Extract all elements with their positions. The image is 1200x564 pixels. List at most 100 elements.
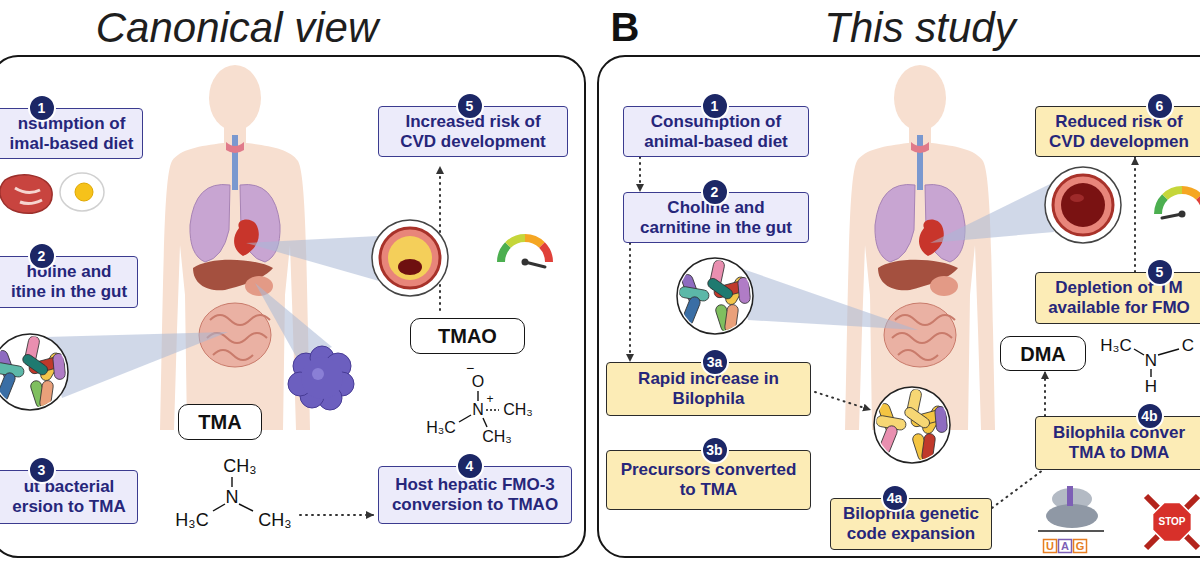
artery-section: [1070, 194, 1084, 202]
step-number: 2: [701, 178, 729, 206]
process-box: 1Consumption of animal-based diet: [623, 106, 809, 157]
bacteria-cluster: [874, 387, 950, 463]
artery-section: [1061, 183, 1105, 227]
step-number: 4: [456, 452, 484, 480]
zoom-wedge: [740, 268, 918, 330]
chemical-bond: [459, 415, 471, 422]
step-number: 3a: [701, 348, 729, 376]
codon-box: [1059, 540, 1072, 553]
molecule-box: TMAO: [410, 318, 525, 354]
bacteria-cluster: [0, 334, 68, 410]
atom-label: CH₃: [258, 511, 291, 529]
process-box: 3bPrecursors converted to TMA: [606, 450, 811, 510]
step-text: Reduced risk of CVD developmen: [1048, 112, 1191, 151]
step-text: Bilophila genetic code expansion: [841, 504, 981, 543]
step-number: 3b: [701, 436, 729, 464]
process-box: 6Reduced risk of CVD developmen: [1035, 106, 1200, 157]
stop-sign: [1146, 496, 1198, 548]
bacteria-cluster: [0, 258, 950, 463]
step-number: 4a: [881, 484, 909, 512]
bacteria-cluster: [0, 335, 66, 409]
process-box: 3ut bacterial ersion to TMA: [0, 470, 138, 524]
stop-sign: [1146, 496, 1198, 548]
chemical-bond: [486, 409, 499, 410]
codon-letter: A: [1061, 541, 1069, 552]
molecule-box: DMA: [1000, 336, 1086, 371]
atom-label: CH₃: [503, 402, 533, 418]
step-text: Host hepatic FMO-3 conversion to TMAO: [390, 475, 560, 514]
artery-section: [372, 167, 1121, 296]
artery-section: [388, 236, 432, 280]
atom-label: H: [1145, 378, 1157, 395]
liver-cell: [312, 368, 324, 380]
flow-arrow: [639, 157, 641, 192]
codon-box: [1044, 540, 1087, 553]
step-number: 3: [28, 456, 56, 484]
step-text: holine and itine in the gut: [9, 262, 129, 301]
bacteria-cluster: [678, 259, 750, 333]
charge-sign: −: [466, 361, 474, 375]
bacteria-cluster: [677, 258, 753, 334]
chemical-bond: [1158, 349, 1179, 355]
panel-letter: B: [611, 7, 640, 47]
zoom-wedge: [45, 332, 228, 398]
panel-title: This study: [824, 5, 1015, 51]
zoom-wedge: [930, 184, 1054, 243]
risk-gauge: [501, 190, 1200, 267]
panel-title: Canonical view: [96, 5, 378, 51]
step-number: 1: [701, 92, 729, 120]
molecule-name: DMA: [1020, 342, 1066, 366]
step-text: Bilophila conver TMA to DMA: [1051, 423, 1187, 462]
step-number: 5: [1146, 258, 1174, 286]
step-text: Precursors converted to TMA: [619, 460, 798, 499]
codon-box: [1044, 540, 1057, 553]
atom-label: CH₃: [482, 429, 512, 445]
process-box: 3aRapid increase in Bilophila: [606, 362, 811, 416]
step-text: nsumption of imal-based diet: [8, 114, 135, 153]
codon-box: [1074, 540, 1087, 553]
flow-arrow: [300, 514, 374, 516]
stop-sign: [1146, 496, 1198, 548]
codon-letter: G: [1076, 541, 1085, 552]
artery-section: [1045, 167, 1121, 243]
zoom-wedge: [246, 236, 386, 283]
atom-label: CH₃: [223, 457, 256, 475]
chemical-bond: [1134, 349, 1144, 355]
flow-arrow: [629, 243, 631, 362]
atom-label: H₃C: [426, 420, 456, 436]
figure-panel: Canonical view1nsumption of imal-based d…: [0, 55, 586, 558]
atom-label: C: [1182, 337, 1194, 354]
zoom-wedge: [45, 184, 1054, 398]
molecule-name: TMAO: [438, 324, 497, 348]
bacteria-cluster: [678, 259, 750, 333]
process-box: 4aBilophila genetic code expansion: [830, 498, 992, 550]
charge-sign: +: [486, 393, 493, 405]
liver-cell: [288, 346, 354, 410]
food-icon: [0, 173, 104, 213]
step-number: 4b: [1136, 402, 1164, 430]
step-number: 6: [1146, 92, 1174, 120]
artery-section: [372, 220, 448, 296]
step-number: 1: [28, 94, 56, 122]
liver-cell: [288, 346, 354, 410]
chemical-bond: [231, 477, 232, 487]
process-box: 1nsumption of imal-based diet: [0, 108, 143, 159]
step-number: 2: [28, 242, 56, 270]
artery-section: [1053, 175, 1113, 235]
risk-gauge: [1158, 190, 1200, 214]
flow-arrow: [1044, 371, 1046, 416]
ribosome-icon: [1038, 530, 1104, 532]
atom-label: N: [1145, 352, 1157, 369]
chemical-bond: [239, 504, 253, 511]
step-text: ut bacterial ersion to TMA: [11, 477, 128, 516]
stop-sign: [1153, 503, 1192, 542]
food-icon: [75, 183, 93, 201]
chemical-bond: [213, 504, 225, 511]
chemical-bond: [483, 418, 487, 427]
artery-section: [380, 228, 440, 288]
bacteria-cluster: [875, 388, 947, 462]
atom-label: N: [226, 488, 239, 506]
